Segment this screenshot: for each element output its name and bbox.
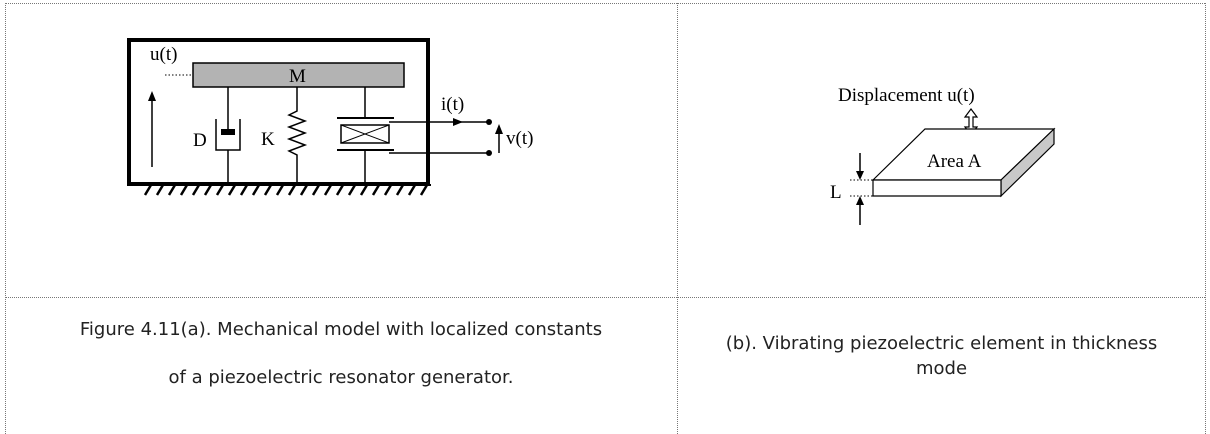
- displacement-label-a: u(t): [150, 44, 177, 65]
- caption-b: (b). Vibrating piezoelectric element in …: [678, 333, 1205, 379]
- thickness-label: L: [830, 182, 842, 203]
- ground-hatching: [143, 184, 429, 196]
- mass-label: M: [289, 66, 306, 87]
- current-label: i(t): [441, 94, 464, 115]
- caption-b-line1: (b). Vibrating piezoelectric element in …: [725, 333, 1158, 354]
- terminal-bottom: [486, 150, 492, 156]
- damper-piston: [221, 129, 235, 135]
- terminal-top: [486, 119, 492, 125]
- current-arrowhead: [453, 118, 463, 126]
- spring: [286, 87, 308, 183]
- table-top-border: [5, 3, 1205, 4]
- displacement-arrowhead: [148, 91, 156, 101]
- plate-front-face: [872, 179, 1002, 197]
- displacement-label-b: Displacement u(t): [838, 85, 975, 106]
- caption-a-line1: Figure 4.11(a). Mechanical model with lo…: [79, 319, 603, 340]
- caption-a-line2: of a piezoelectric resonator generator.: [168, 367, 514, 388]
- table-right-border: [1205, 3, 1206, 434]
- caption-b-line2: mode: [915, 358, 968, 379]
- table-left-border: [5, 3, 6, 434]
- table-middle-border: [5, 297, 1205, 298]
- table-center-border: [677, 3, 678, 434]
- voltage-label: v(t): [506, 128, 533, 149]
- voltage-arrowhead: [495, 124, 503, 134]
- caption-a: Figure 4.11(a). Mechanical model with lo…: [5, 319, 677, 388]
- area-label: Area A: [927, 151, 982, 172]
- spring-label: K: [261, 129, 275, 150]
- damper-label: D: [193, 130, 207, 151]
- mechanical-model-diagram: M u(t) D K i(t) v(t): [127, 38, 533, 196]
- piezo-plate-diagram: Displacement u(t) Area A L: [830, 85, 1056, 225]
- mass-block: [192, 62, 405, 88]
